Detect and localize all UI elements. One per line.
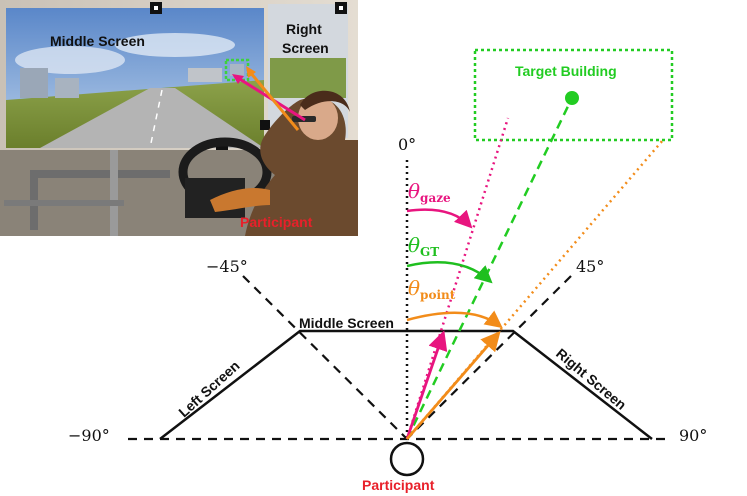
photo-point-arrow [248,71,300,131]
distant-building [55,78,79,98]
participant-label: Participant [362,477,435,493]
theta-gaze-label: θgaze [408,179,451,205]
theta-gaze-symbol: θ [408,179,420,203]
right-screen-grass [270,58,346,98]
angle-label-plus90: 90° [679,426,707,445]
ground-truth-ray [405,97,574,440]
theta-point-label: θpoint [408,276,456,302]
theta-gt-label: θGT [408,233,439,259]
angle-label-zero: 0° [398,135,416,154]
distant-building [188,68,222,82]
photo-right-screen-label: Right Screen [282,21,329,56]
distant-building [20,68,48,98]
driving-simulator-photo: Middle Screen Right Screen Participant [0,0,358,236]
road [40,88,264,148]
theta-point-sub: point [420,288,456,302]
tracking-marker [260,120,270,130]
photo-right-screen-word1: Right [286,21,322,37]
point-vector [405,331,501,440]
left-screen-label: Left Screen [175,357,242,420]
cloud [115,33,235,57]
target-building-label: Target Building [515,63,617,79]
participant-arm [210,188,270,212]
plus45-axis [406,275,572,440]
cloud [15,46,125,74]
rig-bar [30,170,170,178]
photo-right-screen-word2: Screen [282,40,329,56]
middle-screen-label: Middle Screen [299,315,394,331]
target-building-box [473,48,674,142]
angle-label-minus45: −45° [206,257,248,276]
photo-illustration: Middle Screen Right Screen Participant [0,0,358,236]
gaze-ray [405,117,510,440]
theta-point-symbol: θ [408,276,420,300]
theta-point-arc [406,310,503,329]
target-point [565,91,579,105]
participant-head [389,441,425,477]
right-screen-label: Right Screen [553,345,629,413]
road-marking [149,89,163,149]
angle-label-plus45: 45° [576,257,604,276]
theta-gaze-sub: gaze [420,191,451,205]
gaze-vector [405,330,448,440]
photo-participant-label: Participant [240,214,313,230]
theta-gaze-arc [406,208,473,229]
theta-gt-arc [406,261,493,284]
photo-middle-screen-label: Middle Screen [50,33,145,49]
screen-outline [159,329,653,440]
theta-gt-symbol: θ [408,233,420,257]
angle-label-minus90: −90° [68,426,110,445]
minus45-axis [242,275,408,440]
theta-gt-sub: GT [420,245,439,259]
